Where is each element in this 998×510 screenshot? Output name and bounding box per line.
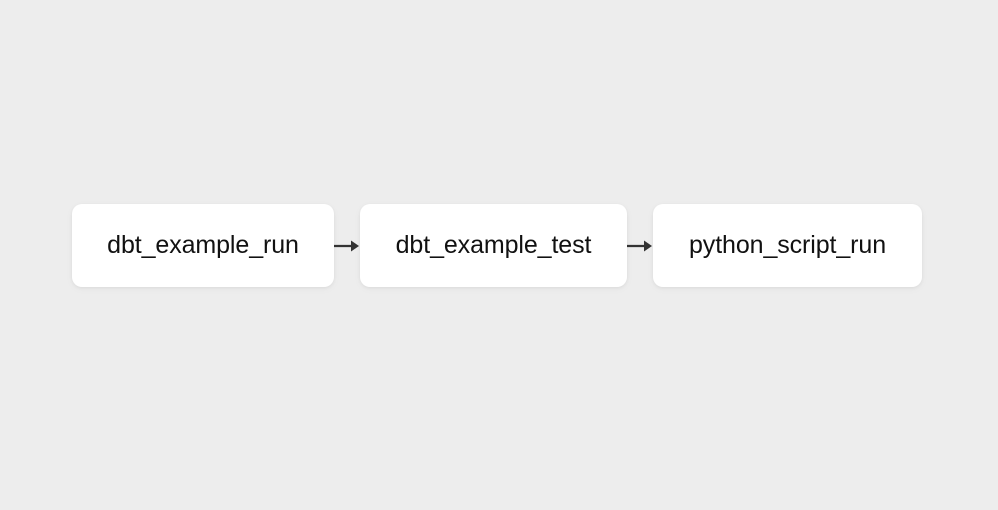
dag-edge-dbt-example-run-to-dbt-example-test [334,204,360,287]
arrow-right-icon [627,239,653,253]
dag-edge-dbt-example-test-to-python-script-run [627,204,653,287]
dag-node-dbt-example-run[interactable]: dbt_example_run [72,204,334,287]
dag-node-label: python_script_run [688,231,887,259]
dag-node-dbt-example-test[interactable]: dbt_example_test [360,204,627,287]
arrow-right-icon [334,239,360,253]
dag-node-python-script-run[interactable]: python_script_run [653,204,922,287]
dag-node-label: dbt_example_test [395,231,592,259]
dag-node-row: dbt_example_run dbt_example_test pyt [72,204,922,287]
dag-node-label: dbt_example_run [107,231,299,259]
